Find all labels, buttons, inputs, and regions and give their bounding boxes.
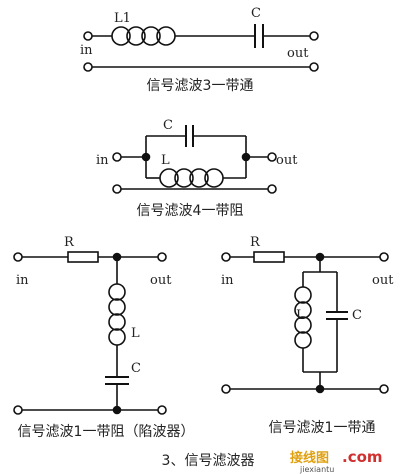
- watermark-brand-dotcom: .com: [342, 448, 383, 466]
- circuit3-notch: [13, 251, 167, 415]
- c4-resistor-label: R: [250, 235, 261, 250]
- c3-in-label: in: [16, 273, 29, 288]
- c2-caption: 信号滤波4一带阻: [137, 203, 244, 219]
- c3-inductor-l: [108, 283, 126, 346]
- c1-caption: 信号滤波3一带通: [147, 78, 254, 94]
- watermark-logo: 接线图 .com jiexiantu: [290, 448, 383, 474]
- c3-in-terminal-bottom: [13, 405, 23, 415]
- c1-out-terminal-bottom: [309, 62, 319, 72]
- c4-in-terminal-top: [221, 252, 231, 262]
- c3-caption: 信号滤波1一带阻（陷波器）: [18, 424, 195, 440]
- c3-capacitor: [105, 376, 129, 385]
- c2-out-terminal-bottom: [267, 184, 277, 194]
- c2-inductor-l: [159, 168, 224, 188]
- watermark-brand-url: jiexiantu: [299, 465, 334, 474]
- c2-out-terminal-top: [267, 152, 277, 162]
- c2-out-label: out: [276, 153, 298, 168]
- c4-inductor-label: L: [296, 308, 305, 323]
- c1-capacitor-label: C: [251, 6, 261, 21]
- c3-out-label: out: [150, 273, 172, 288]
- c2-in-label: in: [96, 153, 109, 168]
- c2-in-terminal-bottom: [112, 184, 122, 194]
- c4-out-terminal-top: [379, 252, 389, 262]
- c3-out-terminal-top: [157, 252, 167, 262]
- c2-capacitor-label: C: [163, 118, 173, 133]
- c1-capacitor: [254, 24, 264, 48]
- c4-out-label: out: [372, 273, 394, 288]
- c1-in-terminal-bottom: [83, 62, 93, 72]
- c3-resistor: [67, 251, 99, 263]
- c3-capacitor-label: C: [131, 361, 141, 376]
- c2-capacitor: [185, 125, 194, 147]
- c4-in-label: in: [221, 273, 234, 288]
- c1-out-terminal-top: [309, 31, 319, 41]
- c4-in-terminal-bottom: [221, 384, 231, 394]
- c4-out-terminal-bottom: [379, 384, 389, 394]
- c1-out-label: out: [287, 46, 309, 61]
- c3-out-terminal-bottom: [157, 405, 167, 415]
- c1-inductor-l1: [111, 26, 176, 46]
- c3-resistor-label: R: [64, 235, 75, 250]
- c3-inductor-label: L: [131, 326, 140, 341]
- circuit4-band-pass: [221, 251, 389, 394]
- c4-caption: 信号滤波1一带通: [269, 420, 376, 436]
- c2-inductor-label: L: [161, 153, 170, 168]
- c4-capacitor-label: C: [352, 308, 362, 323]
- watermark-brand-cn: 接线图: [290, 450, 329, 466]
- c2-in-terminal-top: [112, 152, 122, 162]
- c3-in-terminal-top: [13, 252, 23, 262]
- c1-in-label: in: [80, 43, 93, 58]
- c1-inductor-label: L1: [114, 11, 131, 26]
- figure-caption: 3、信号滤波器: [162, 453, 255, 469]
- c1-in-terminal-top: [83, 31, 93, 41]
- circuit2-band-stop: [112, 125, 277, 194]
- c4-resistor: [253, 251, 285, 263]
- c4-capacitor: [326, 311, 348, 320]
- circuit1-band-pass: [83, 24, 319, 72]
